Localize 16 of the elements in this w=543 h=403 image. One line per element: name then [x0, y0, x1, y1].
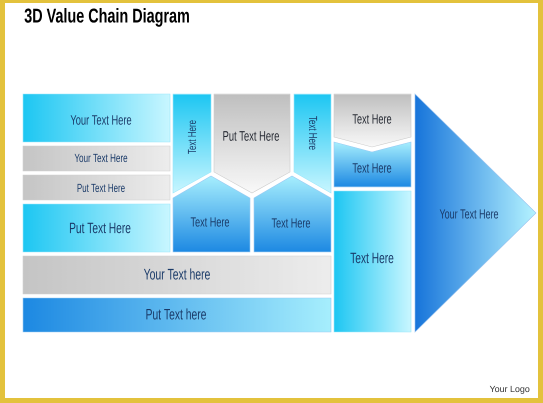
- text-panel: Text Here: [334, 142, 412, 188]
- text-panel: Put Text Here: [22, 174, 170, 200]
- title: 3D Value Chain Diagram: [24, 8, 189, 27]
- text-strip: Text Here: [294, 94, 332, 194]
- pentagon-panel: Text Here: [254, 176, 332, 252]
- text-strip: Text Here: [172, 94, 212, 194]
- text-panel: Your Text Here: [22, 94, 170, 142]
- text-panel: Put Text here: [22, 298, 332, 332]
- pentagon-panel: Text Here: [172, 176, 250, 252]
- text-panel: Put Text Here: [214, 94, 290, 194]
- text-panel: Put Text Here: [22, 204, 170, 252]
- text-panel: Your Text Here: [22, 146, 170, 172]
- placeholder-text: Your Logo: [490, 386, 530, 394]
- text-panel: Text Here: [334, 190, 412, 332]
- text-panel: Text Here: [334, 94, 412, 148]
- text-panel: Your Text here: [22, 256, 332, 294]
